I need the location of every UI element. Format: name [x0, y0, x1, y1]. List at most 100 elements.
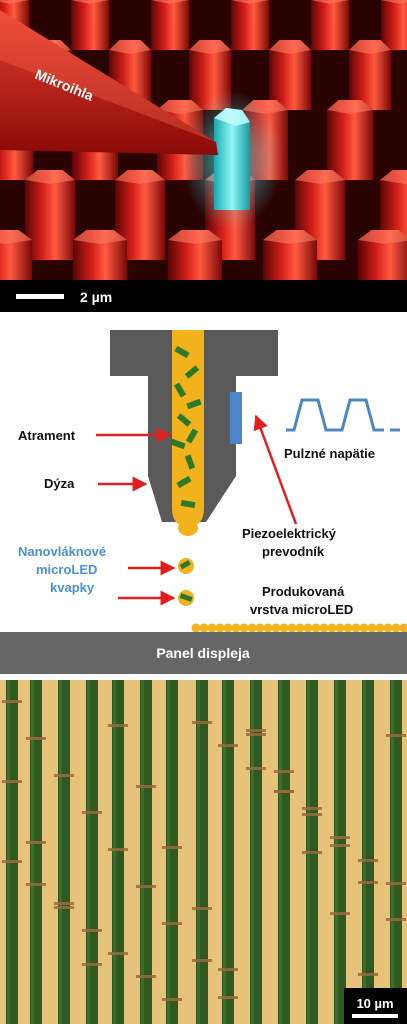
scale-bar — [16, 294, 64, 299]
nanowire — [73, 230, 127, 290]
aligned-nanorod — [274, 770, 294, 773]
stripe-highlight — [141, 680, 144, 1024]
nanowire — [0, 230, 32, 290]
layer-droplet — [271, 623, 281, 633]
aligned-nanorod — [82, 963, 102, 966]
ink-nanorod — [185, 428, 199, 444]
aligned-nanorod — [26, 883, 46, 886]
droplets-label-line3: kvapky — [50, 580, 95, 595]
nanowire-tip — [0, 230, 32, 244]
electrode-stripes — [6, 680, 402, 1024]
ink-nanorod — [186, 398, 202, 410]
aligned-nanorod — [330, 844, 350, 847]
aligned-nanorod — [330, 836, 350, 839]
layer-droplet — [351, 623, 361, 633]
ink-nanorod — [176, 413, 192, 427]
aligned-nanorod — [386, 882, 406, 885]
ink-nanorod — [176, 475, 192, 489]
nanowire-tip — [263, 230, 317, 244]
layer-label-line2: vrstva microLED — [250, 602, 353, 617]
layer-droplet — [367, 623, 377, 633]
stripe-highlight — [251, 680, 254, 1024]
nanowire-tip — [295, 170, 345, 184]
stripe-highlight — [335, 680, 338, 1024]
stripe-highlight — [31, 680, 34, 1024]
ink-label: Atrament — [18, 428, 76, 443]
aligned-nanorod — [358, 973, 378, 976]
aligned-nanorod — [246, 767, 266, 770]
layer-droplet — [391, 623, 401, 633]
nanorods-in-ink — [170, 345, 202, 509]
stripe-highlight — [363, 680, 366, 1024]
droplets-label-line1: Nanovláknové — [18, 544, 106, 559]
nanowire-tip — [327, 100, 373, 114]
nanowire — [381, 0, 407, 50]
aligned-nanorod — [330, 912, 350, 915]
layer-droplet — [303, 623, 313, 633]
microled-layer — [191, 623, 407, 633]
nanowire — [25, 170, 75, 260]
aligned-nanorod — [192, 721, 212, 724]
aligned-nanorod — [386, 734, 406, 737]
nanowire-tip — [380, 170, 407, 184]
layer-droplet — [207, 623, 217, 633]
aligned-nanorod — [358, 859, 378, 862]
inkjet-schematic: Pulzné napätie Atrament Dýza Piezoelektr… — [0, 312, 407, 680]
aligned-nanorod — [136, 885, 156, 888]
nanowire — [168, 230, 222, 290]
nanowire — [327, 100, 373, 180]
stripe-highlight — [279, 680, 282, 1024]
ink-nanorod — [174, 345, 190, 359]
aligned-nanorod — [386, 918, 406, 921]
sem-image-panel: Mikroihla 2 µm — [0, 0, 407, 312]
aligned-nanorod — [82, 811, 102, 814]
nanowire-tip — [157, 100, 203, 114]
layer-droplet — [383, 623, 393, 633]
nanowire-tip — [311, 0, 349, 4]
layer-droplet — [295, 623, 305, 633]
layer-droplet — [335, 623, 345, 633]
optical-micrograph: 10 µm — [0, 680, 407, 1024]
aligned-nanorods — [2, 700, 406, 1001]
nanowire — [151, 0, 189, 50]
nanowire-tip — [189, 40, 231, 54]
aligned-nanorod — [162, 998, 182, 1001]
nanowire-tip — [0, 0, 29, 4]
layer-droplet — [231, 623, 241, 633]
nanowire — [231, 0, 269, 50]
layer-droplet — [319, 623, 329, 633]
layer-droplet — [287, 623, 297, 633]
stripe-highlight — [223, 680, 226, 1024]
highlighted-nanowire — [214, 108, 250, 210]
layer-droplet — [327, 623, 337, 633]
stripe-highlight — [167, 680, 170, 1024]
piezo-arrow — [253, 414, 298, 525]
nanowire-tip — [73, 230, 127, 244]
optical-micrograph-panel: 10 µm — [0, 680, 407, 1024]
aligned-nanorod — [162, 846, 182, 849]
aligned-nanorod — [54, 774, 74, 777]
aligned-nanorod — [26, 841, 46, 844]
nanowire — [71, 0, 109, 50]
layer-droplet — [263, 623, 273, 633]
aligned-nanorod — [218, 996, 238, 999]
aligned-nanorod — [2, 780, 22, 783]
layer-droplet — [191, 623, 201, 633]
aligned-nanorod — [218, 968, 238, 971]
nanowire-tip — [25, 170, 75, 184]
nanowire-tip — [269, 40, 311, 54]
nanowire-tip — [381, 0, 407, 4]
aligned-nanorod — [108, 848, 128, 851]
layer-droplet — [247, 623, 257, 633]
aligned-nanorod — [218, 744, 238, 747]
aligned-nanorod — [2, 700, 22, 703]
schematic-svg: Pulzné napätie Atrament Dýza Piezoelektr… — [0, 330, 407, 674]
display-panel-bar — [0, 632, 407, 674]
aligned-nanorod — [358, 881, 378, 884]
layer-droplet — [279, 623, 289, 633]
nanowire-tip — [71, 0, 109, 4]
layer-droplet — [343, 623, 353, 633]
ink-channel — [172, 330, 204, 528]
nanowire — [269, 40, 311, 110]
nanowire — [349, 40, 391, 110]
